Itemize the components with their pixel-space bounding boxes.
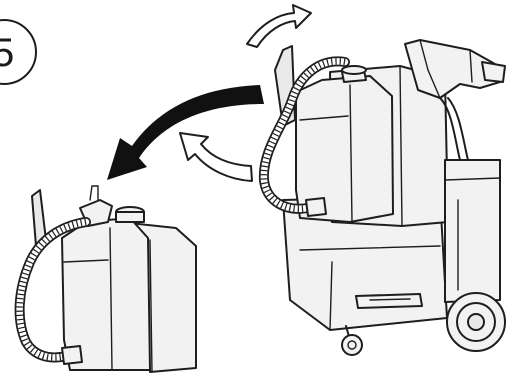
hose-assembled <box>258 56 350 217</box>
step-badge-circle <box>0 19 37 85</box>
machine-assembled <box>258 39 506 356</box>
front-tank <box>295 75 394 223</box>
tank-module-detail <box>14 185 197 373</box>
side-cabinet <box>444 159 501 303</box>
hose-end-fitting <box>305 197 327 217</box>
top-pump-assembly <box>404 39 501 99</box>
rear-wheel <box>446 292 506 352</box>
front-caster-wheel <box>341 325 363 356</box>
step-badge: 5 <box>0 19 37 85</box>
hose-end-fitting-detail <box>61 345 83 365</box>
step-number: 5 <box>0 31 14 75</box>
curved-arrow-solid-icon <box>107 85 264 180</box>
step-plate <box>355 293 423 309</box>
hose-detail <box>14 217 91 365</box>
return-arrow-outline-icon <box>179 132 253 182</box>
curved-arrow-outline-icon <box>246 4 312 48</box>
